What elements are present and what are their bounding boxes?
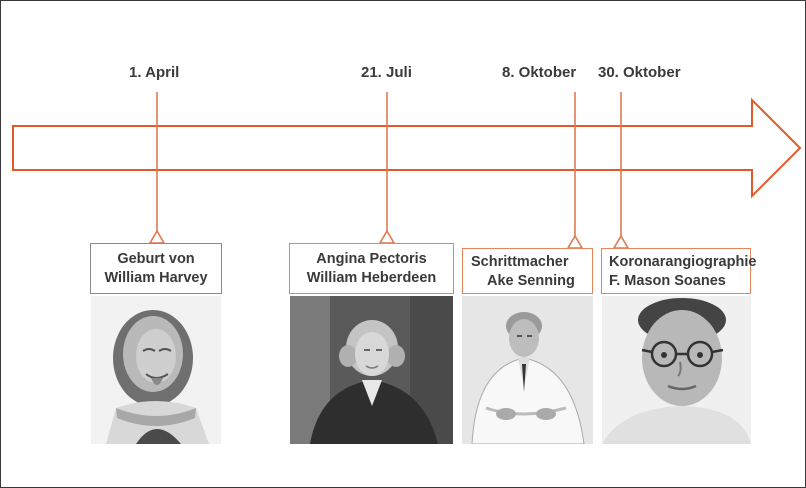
connector-marker-3 <box>566 234 584 249</box>
event-title-2: Angina Pectoris <box>316 251 427 267</box>
timeline-arrow <box>12 97 802 199</box>
portrait-heberden-image <box>290 296 453 444</box>
event-date-4: 30. Oktober <box>598 64 681 81</box>
event-card-3: Schrittmacher Ake Senning <box>462 248 593 294</box>
event-title-1: Geburt von <box>117 251 195 267</box>
event-card-4: Koronarangiographie F. Mason Soanes <box>601 248 757 294</box>
connector-marker-1 <box>148 229 166 244</box>
portrait-senning-image <box>462 296 593 444</box>
event-title-4: Koronarangiographie <box>609 254 757 270</box>
event-title-3: Schrittmacher <box>471 254 569 270</box>
event-subtitle-2: William Heberdeen <box>306 270 437 286</box>
portrait-f-mason-soanes <box>602 296 751 444</box>
portrait-harvey-image <box>91 296 221 444</box>
event-card-1: Geburt von William Harvey <box>90 243 222 294</box>
portrait-soanes-image <box>602 296 751 444</box>
connector-marker-4 <box>612 234 630 249</box>
event-date-3: 8. Oktober <box>502 64 577 81</box>
portrait-ake-senning <box>462 296 593 444</box>
connector-marker-2 <box>378 229 396 244</box>
event-subtitle-4: F. Mason Soanes <box>609 273 726 289</box>
event-date-2: 21. Juli <box>361 64 412 81</box>
event-date-1: 1. April <box>129 64 180 81</box>
event-subtitle-3: Ake Senning <box>487 273 575 289</box>
portrait-william-harvey <box>91 296 221 444</box>
event-subtitle-1: William Harvey <box>104 270 208 286</box>
event-card-2: Angina Pectoris William Heberdeen <box>289 243 454 294</box>
portrait-william-heberden <box>290 296 453 444</box>
